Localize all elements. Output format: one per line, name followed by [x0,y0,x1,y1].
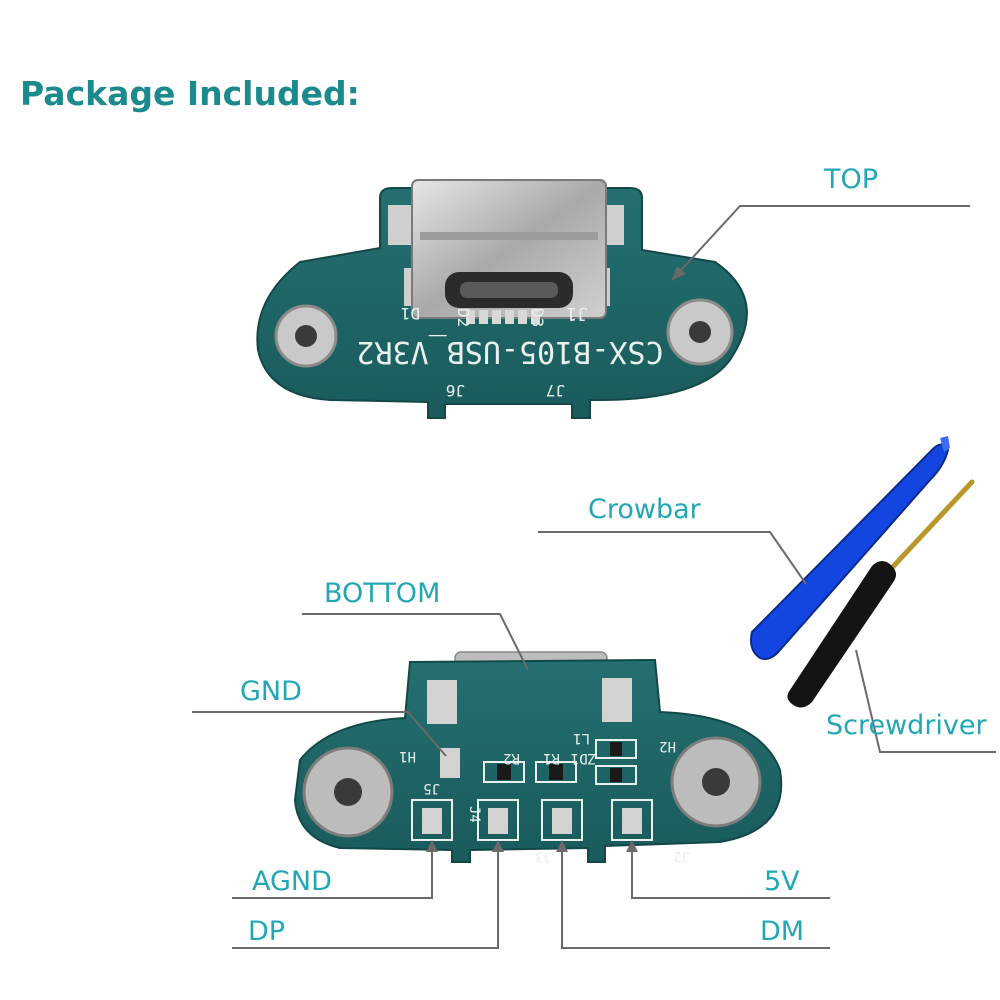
crowbar-callout-line [538,531,807,585]
top-board: CSX-B105-USB_V3R2 J1 D1 D2 D3 J6 J7 [256,179,748,419]
5v-callout-line [631,848,830,899]
dp-label: DP [248,916,286,947]
top-board-model-text: CSX-B105-USB_V3R2 [356,334,663,369]
page-title: Package Included: [20,74,360,113]
h2-silk: H2 [659,738,676,754]
l1-silk: L1 [573,730,590,746]
d1-silk: D1 [401,304,420,323]
agnd-label: AGND [252,866,332,897]
bottom-label: BOTTOM [324,578,441,609]
top-callout-line [671,205,970,281]
j1-silk: J1 [566,303,588,324]
j6-silk: J6 [446,381,465,400]
screwdriver-tool [787,479,975,708]
dm-callout-line [561,848,830,949]
r2-silk: R2 [503,750,520,766]
top-label: TOP [824,164,879,195]
j7-silk: J7 [546,381,565,400]
agnd-callout-line [232,848,433,899]
usb-c-connector [411,179,607,319]
d2-silk: D2 [454,308,473,327]
gnd-label: GND [240,676,302,707]
j4-silk: J4 [466,806,482,823]
zd1-silk: ZD1 [571,750,596,766]
crowbar-label: Crowbar [588,494,701,525]
gnd-callout-line [192,711,447,757]
screwdriver-label: Screwdriver [826,710,987,741]
r1-silk: R1 [543,750,560,766]
j5-silk: J5 [423,780,440,796]
j2-silk: J2 [673,848,690,864]
screwdriver-callout-line [855,649,996,753]
dm-label: DM [760,916,805,947]
crowbar-tool [750,436,950,660]
j3-silk: J3 [535,848,552,864]
h1-silk: H1 [399,748,416,764]
dp-callout-line [232,848,499,949]
bottom-board: H1 H2 J5 J4 J3 J2 R2 R1 ZD1 L1 [293,651,783,864]
5v-label: 5V [764,866,800,897]
bottom-callout-line [302,613,529,671]
d3-silk: D3 [528,308,547,327]
